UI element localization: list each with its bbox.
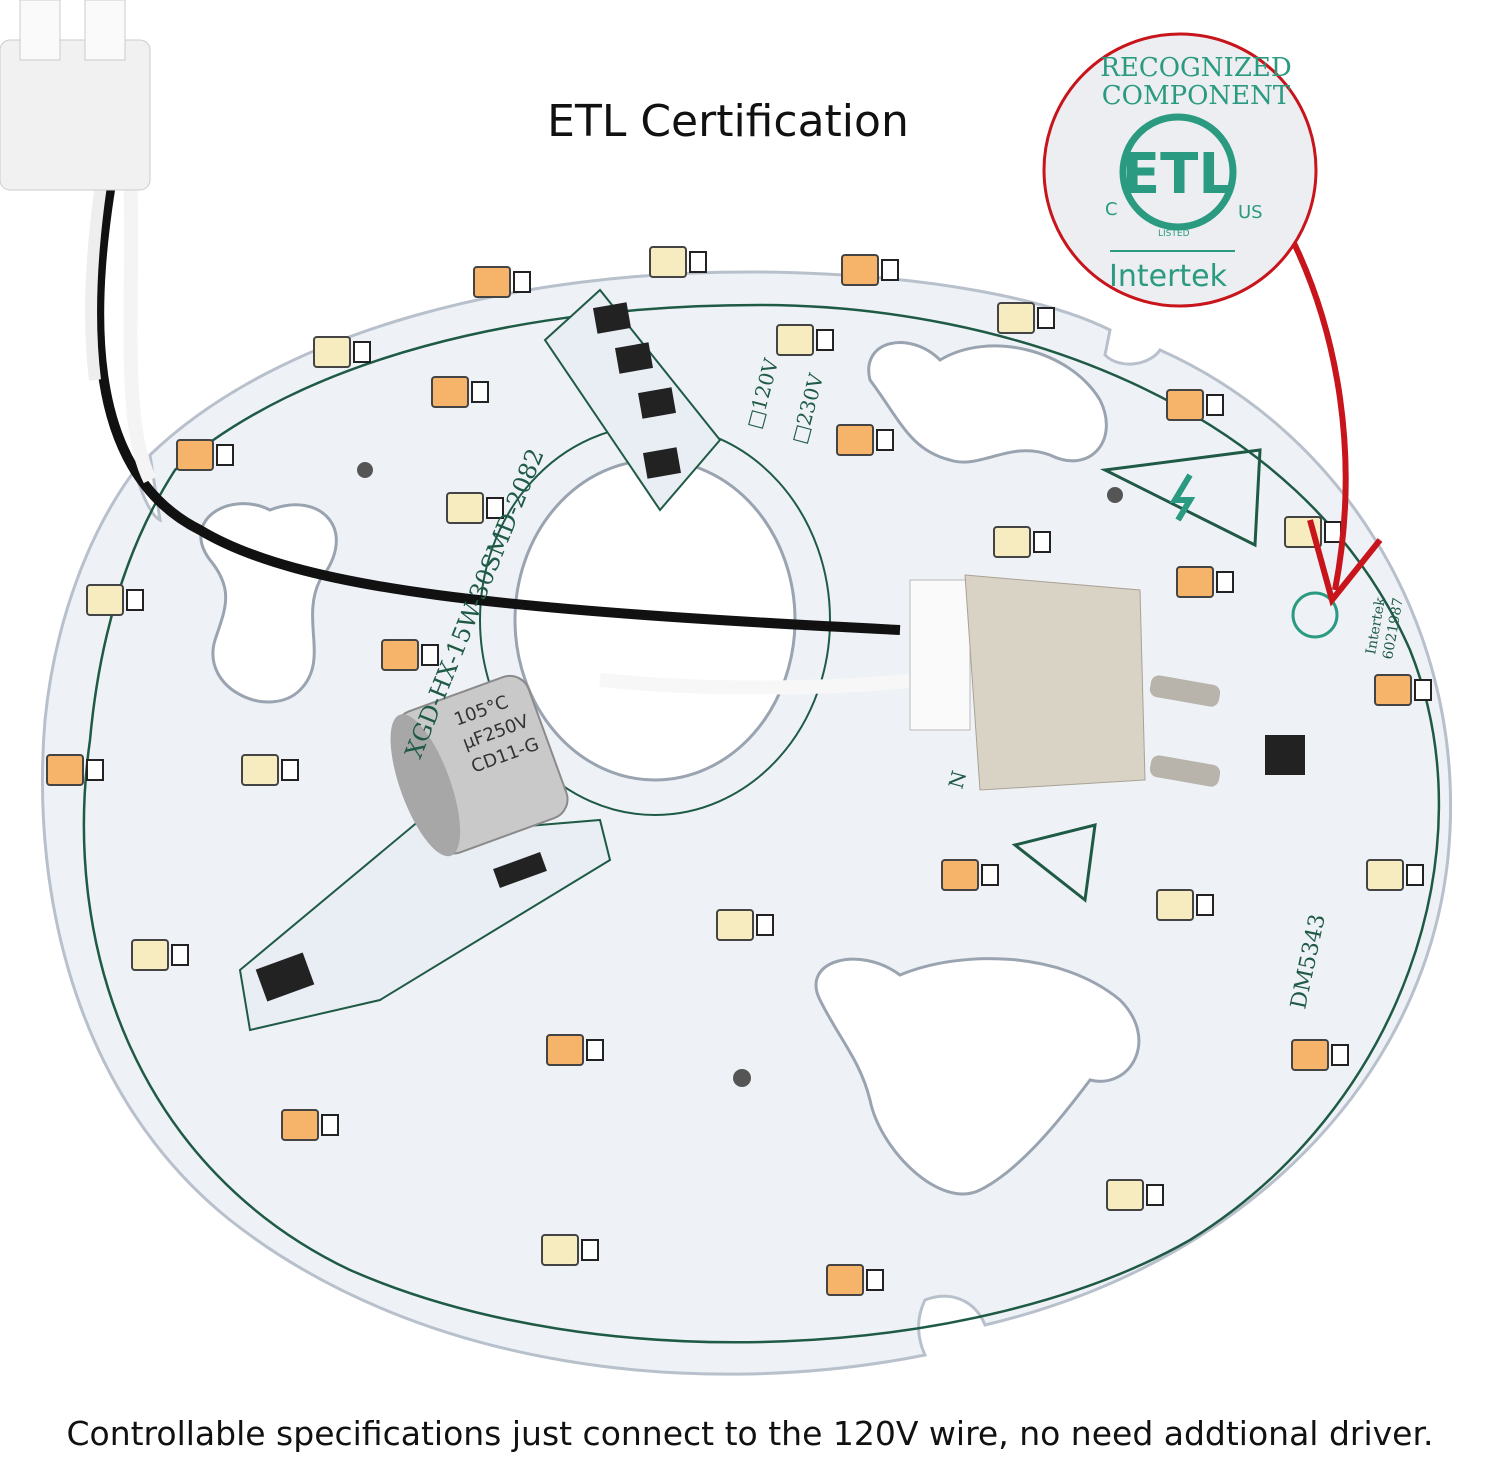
- led-chip: [841, 254, 879, 286]
- resistor-chip: [689, 251, 707, 273]
- resistor-chip: [586, 1039, 604, 1061]
- led-chip: [473, 266, 511, 298]
- inset-heading: COMPONENT: [1102, 81, 1291, 111]
- resistor-chip: [816, 329, 834, 351]
- resistor-chip: [1037, 307, 1055, 329]
- resistor-chip: [1206, 394, 1224, 416]
- resistor-chip: [866, 1269, 884, 1291]
- led-chip: [836, 424, 874, 456]
- inset-us-mark: US: [1238, 202, 1263, 223]
- page-title: ETL Certification: [547, 96, 909, 147]
- led-chip: [176, 439, 214, 471]
- led-array: [46, 246, 1432, 1296]
- led-chip: [313, 336, 351, 368]
- led-chip: [1291, 1039, 1329, 1071]
- resistor-chip: [86, 759, 104, 781]
- inset-c-mark: C: [1105, 199, 1118, 220]
- warning-triangle-icon: [1011, 823, 1097, 903]
- led-chip: [1176, 566, 1214, 598]
- pcb-board: [40, 270, 1453, 1376]
- led-chip: [1166, 389, 1204, 421]
- resistor-chip: [1146, 1184, 1164, 1206]
- inset-listed: LISTED: [1158, 229, 1190, 239]
- led-chip: [941, 859, 979, 891]
- resistor-chip: [171, 944, 189, 966]
- pin-label: N: [944, 768, 972, 791]
- resistor-chip: [1406, 864, 1424, 886]
- warning-triangle-icon: [1099, 448, 1262, 548]
- resistor-chip: [126, 589, 144, 611]
- resistor-chip: [513, 271, 531, 293]
- driver-chips: [543, 288, 722, 512]
- led-chip: [281, 1109, 319, 1141]
- resistor-chip: [281, 759, 299, 781]
- led-chip: [86, 584, 124, 616]
- resistor-chip: [876, 429, 894, 451]
- led-chip: [541, 1234, 579, 1266]
- led-chip: [431, 376, 469, 408]
- board-connector: [909, 574, 1305, 791]
- resistor-chip: [353, 341, 371, 363]
- inset-heading: RECOGNIZED: [1100, 53, 1291, 83]
- led-chip: [1374, 674, 1412, 706]
- resistor-chip: [1414, 679, 1432, 701]
- resistor-chip: [1196, 894, 1214, 916]
- led-chip: [241, 754, 279, 786]
- led-chip: [381, 639, 419, 671]
- resistor-chip: [981, 864, 999, 886]
- resistor-chip: [1216, 571, 1234, 593]
- inset-brand: Intertek: [1109, 259, 1228, 294]
- resistor-chip: [756, 914, 774, 936]
- led-chip: [997, 302, 1035, 334]
- led-chip: [131, 939, 169, 971]
- small-etl-logo: [1291, 591, 1339, 639]
- led-chip: [826, 1264, 864, 1296]
- arrow-icon: [1282, 223, 1349, 591]
- led-chip: [446, 492, 484, 524]
- led-chip: [1106, 1179, 1144, 1211]
- resistor-chip: [1324, 521, 1342, 543]
- led-chip: [776, 324, 814, 356]
- led-chip: [716, 909, 754, 941]
- wire-connector: [0, 0, 151, 191]
- led-chip: [993, 526, 1031, 558]
- resistor-chip: [581, 1239, 599, 1261]
- resistor-chip: [216, 444, 234, 466]
- resistor-chip: [486, 497, 504, 519]
- etl-logo-text: ETL: [1122, 142, 1234, 207]
- led-chip: [1156, 889, 1194, 921]
- resistor-chip: [881, 259, 899, 281]
- etl-inset-magnifier: RECOGNIZED COMPONENT ETL C US LISTED Int…: [1042, 32, 1318, 308]
- led-chip: [46, 754, 84, 786]
- resistor-chip: [321, 1114, 339, 1136]
- capacitor: 105°C μF250V CD11-G: [390, 674, 569, 857]
- led-chip: [1366, 859, 1404, 891]
- caption: Controllable specifications just connect…: [66, 1414, 1434, 1453]
- resistor-chip: [1033, 531, 1051, 553]
- led-chip: [546, 1034, 584, 1066]
- resistor-chip: [471, 381, 489, 403]
- resistor-chip: [421, 644, 439, 666]
- led-chip: [649, 246, 687, 278]
- resistor-chip: [1331, 1044, 1349, 1066]
